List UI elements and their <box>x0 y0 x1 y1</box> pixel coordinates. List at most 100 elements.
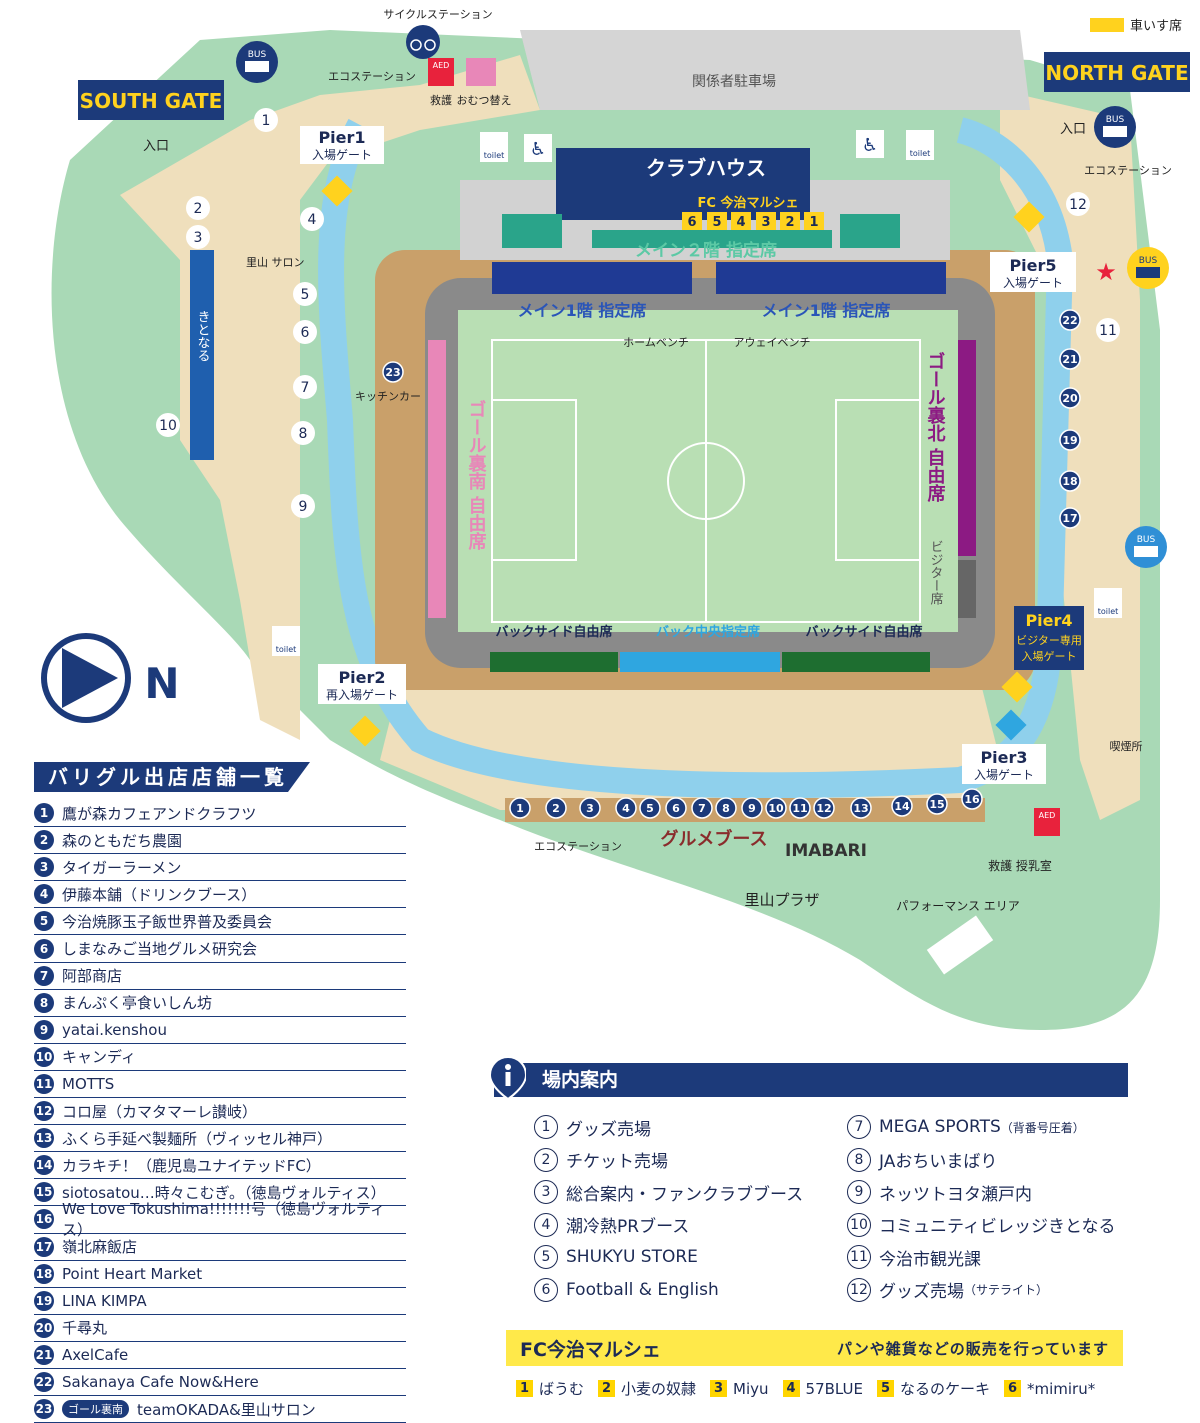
info-marker[interactable]: 12 <box>1066 192 1090 216</box>
svg-text:4: 4 <box>736 215 745 230</box>
info-marker[interactable]: 3 <box>186 225 210 249</box>
cycle-station-label: サイクルステーション <box>383 8 492 21</box>
gourmet-marker[interactable]: 2 <box>545 797 567 819</box>
shop-name: siotosatou…時々こむぎ。（徳島ヴォルティス） <box>62 1183 386 1202</box>
marche-booth-box: 4 <box>731 212 751 230</box>
visitor-label: ビジター席 <box>928 540 944 605</box>
pier4-gate[interactable]: Pier4 ビジター専用 入場ゲート <box>1001 606 1084 703</box>
info-marker[interactable]: 11 <box>1096 318 1120 342</box>
gourmet-marker[interactable]: 17 <box>1059 507 1081 529</box>
shop-number: 4 <box>34 884 54 905</box>
svg-text:5: 5 <box>646 802 654 815</box>
shop-name: 阿部商店 <box>62 967 123 986</box>
gourmet-marker[interactable]: 21 <box>1059 348 1081 370</box>
main-1f-seats-left <box>492 262 692 294</box>
gourmet-marker[interactable]: 10 <box>765 797 787 819</box>
venue-info-number: 12 <box>847 1277 871 1302</box>
gourmet-marker[interactable]: 11 <box>789 797 811 819</box>
marche-booth-box: 3 <box>756 212 776 230</box>
shop-number: 16 <box>34 1209 54 1230</box>
shop-name: 森のともだち農園 <box>62 831 183 850</box>
info-marker[interactable]: 7 <box>293 375 317 399</box>
svg-text:AED: AED <box>1039 811 1056 820</box>
svg-text:12: 12 <box>1069 197 1087 213</box>
venue-info-number: 11 <box>847 1245 871 1270</box>
gourmet-marker[interactable]: 16 <box>961 788 983 810</box>
venue-info-number: 4 <box>534 1212 558 1237</box>
shop-name: カラキチ！（鹿児島ユナイテッドFC） <box>62 1156 321 1175</box>
shop-name: キャンディ <box>62 1048 136 1067</box>
venue-info-label: グッズ売場 <box>566 1119 651 1140</box>
gourmet-marker[interactable]: 9 <box>741 797 763 819</box>
shop-name: MOTTS <box>62 1074 115 1093</box>
north-gate-label: NORTH GATE <box>1045 61 1188 85</box>
svg-text:6: 6 <box>687 215 696 230</box>
shop-number: 10 <box>34 1046 54 1067</box>
info-marker[interactable]: 9 <box>291 494 315 518</box>
info-marker[interactable]: 5 <box>293 282 317 306</box>
info-marker[interactable]: 8 <box>291 421 315 445</box>
pier5-sub: 入場ゲート <box>1003 276 1063 290</box>
info-marker[interactable]: 2 <box>186 196 210 220</box>
gourmet-marker[interactable]: 6 <box>665 797 687 819</box>
gourmet-booth-label: グルメブース <box>660 828 767 850</box>
shop-number: 17 <box>34 1236 54 1257</box>
venue-info-number: 1 <box>534 1115 558 1140</box>
shop-number: 5 <box>34 911 54 932</box>
marche-shop-name: なるのケーキ <box>899 1380 990 1398</box>
info-marker[interactable]: 1 <box>254 108 278 132</box>
marche-shop-number: 6 <box>1004 1380 1021 1397</box>
gourmet-marker[interactable]: 18 <box>1059 470 1081 492</box>
svg-text:9: 9 <box>299 499 308 515</box>
gourmet-marker[interactable]: 22 <box>1059 309 1081 331</box>
gourmet-marker[interactable]: 7 <box>691 797 713 819</box>
main-2f-label: メイン２階 指定席 <box>635 240 777 261</box>
gourmet-marker[interactable]: 1 <box>509 797 531 819</box>
gourmet-marker[interactable]: 23 <box>382 361 404 383</box>
goal-south-seats <box>428 340 446 618</box>
satoyama-salon-label: 里山 サロン <box>246 256 305 269</box>
gourmet-marker[interactable]: 8 <box>715 797 737 819</box>
svg-text:11: 11 <box>1099 323 1117 339</box>
svg-text:1: 1 <box>262 113 271 129</box>
svg-text:BUS: BUS <box>1137 535 1156 545</box>
pier4-sub1: ビジター専用 <box>1016 634 1082 647</box>
pier2-gate[interactable]: Pier2 再入場ゲート <box>318 664 406 747</box>
performance-area-label: パフォーマンス エリア <box>896 899 1020 913</box>
goal-north-label: ゴール裏北 自由席 <box>925 351 947 503</box>
entrance-north-label: 入口 <box>1060 122 1086 137</box>
gourmet-marker[interactable]: 19 <box>1059 429 1081 451</box>
info-marker[interactable]: 10 <box>156 413 180 437</box>
pier2-sub: 再入場ゲート <box>326 688 398 702</box>
main-2f-seats-right <box>840 214 900 248</box>
gourmet-marker[interactable]: 20 <box>1059 387 1081 409</box>
gourmet-marker[interactable]: 4 <box>615 797 637 819</box>
gourmet-marker[interactable]: 14 <box>891 795 913 817</box>
north-arrow-shape <box>62 648 118 708</box>
venue-info-number: 7 <box>847 1115 871 1140</box>
venue-info-label: SHUKYU STORE <box>566 1247 698 1268</box>
gourmet-marker[interactable]: 15 <box>926 793 948 815</box>
gourmet-marker[interactable]: 12 <box>813 797 835 819</box>
svg-text:7: 7 <box>698 802 706 815</box>
back-left-label: バックサイド自由席 <box>495 624 612 640</box>
svg-text:13: 13 <box>853 802 868 815</box>
shop-number: 8 <box>34 992 54 1013</box>
svg-text:toilet: toilet <box>1098 607 1119 616</box>
info-marker[interactable]: 4 <box>300 207 324 231</box>
gourmet-marker[interactable]: 3 <box>579 797 601 819</box>
pier1-gate[interactable]: Pier1 入場ゲート <box>300 126 384 207</box>
gourmet-marker[interactable]: 5 <box>639 797 661 819</box>
gourmet-marker[interactable]: 13 <box>850 797 872 819</box>
marche-banner: FC今治マルシェ パンや雑貨などの販売を行っています <box>506 1330 1123 1366</box>
shop-number: 23 <box>34 1399 54 1420</box>
info-marker[interactable]: 6 <box>293 320 317 344</box>
walkway-north <box>1000 90 1140 820</box>
pier5-gate[interactable]: Pier5 入場ゲート <box>990 201 1076 292</box>
